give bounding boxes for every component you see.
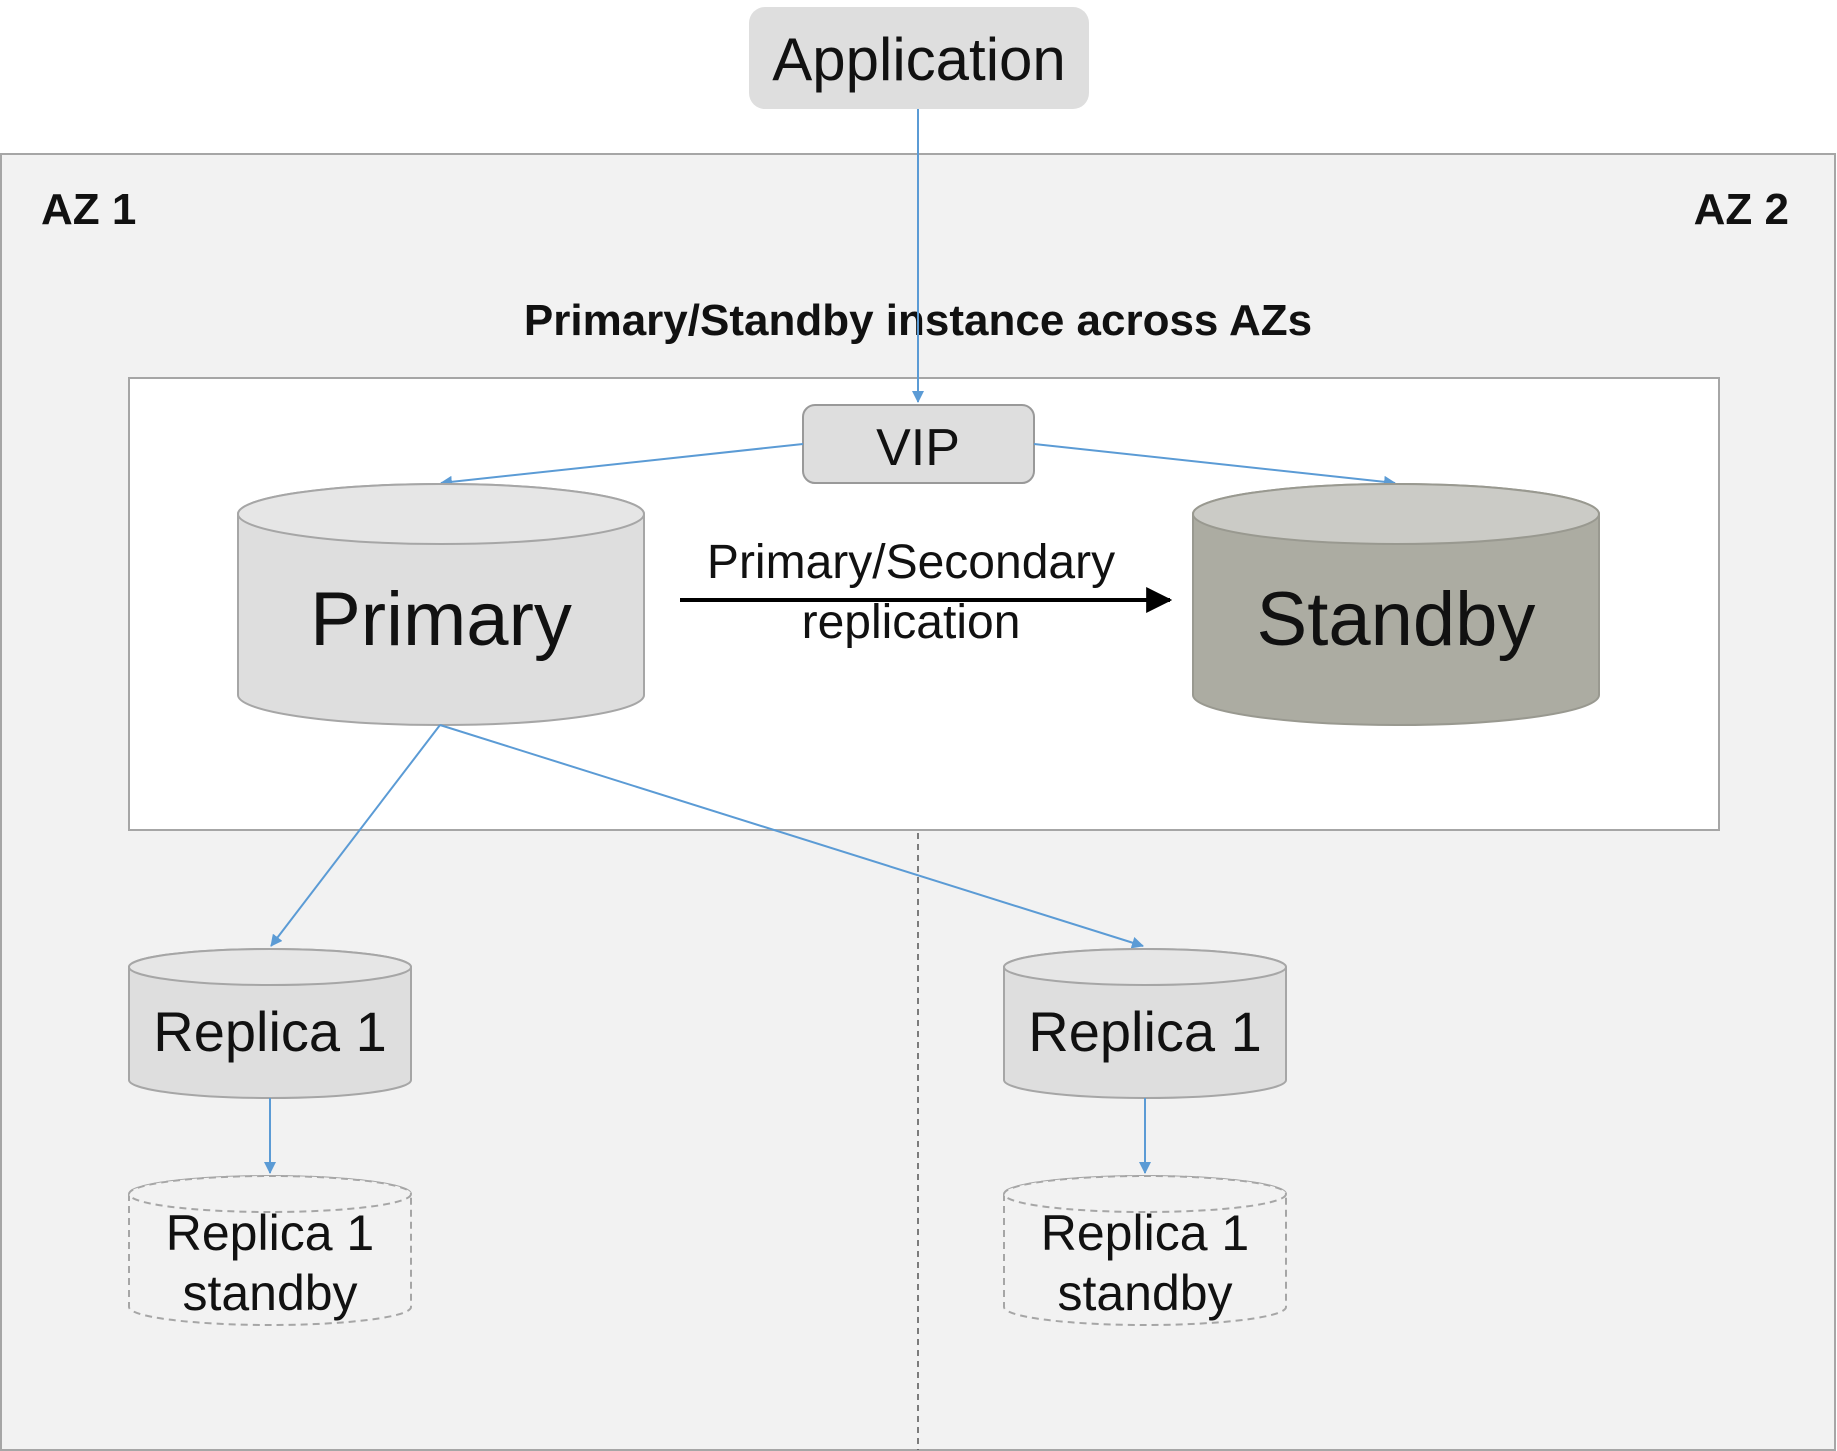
vip-to-primary-arrow (440, 443, 804, 488)
primary-to-replica-left-arrow (270, 724, 441, 947)
vip-node[interactable]: VIP (802, 404, 1035, 484)
replication-label-line1: Primary/Secondary (707, 536, 1115, 589)
replica-cylinder-az2[interactable]: Replica 1 (1003, 948, 1287, 1099)
az2-label: AZ 2 (1694, 185, 1789, 234)
replica-label-az2: Replica 1 (1028, 1000, 1261, 1063)
application-node[interactable]: Application (749, 7, 1089, 109)
replica-standby-label-line1-az1: Replica 1 (166, 1205, 374, 1261)
vip-label: VIP (876, 419, 960, 477)
az1-label: AZ 1 (41, 185, 136, 234)
replica-standby-label-line2-az2: standby (1057, 1265, 1232, 1321)
replica-standby-label-line1-az2: Replica 1 (1041, 1205, 1249, 1261)
replica-label-az1: Replica 1 (153, 1000, 386, 1063)
vip-to-standby-arrow (1033, 443, 1396, 488)
primary-label: Primary (310, 577, 572, 662)
standby-label: Standby (1257, 577, 1536, 662)
application-label: Application (772, 26, 1066, 93)
replica-standby-cylinder-az1[interactable]: Replica 1 standby (128, 1175, 412, 1326)
standby-db-cylinder[interactable]: Standby (1192, 483, 1600, 726)
replica-cylinder-az1[interactable]: Replica 1 (128, 948, 412, 1099)
replication-label-line2: replication (802, 596, 1021, 649)
primary-db-cylinder[interactable]: Primary (237, 483, 645, 726)
replica-standby-label-line2-az1: standby (182, 1265, 357, 1321)
replica-standby-cylinder-az2[interactable]: Replica 1 standby (1003, 1175, 1287, 1326)
primary-to-replica-right-arrow (439, 724, 1144, 949)
